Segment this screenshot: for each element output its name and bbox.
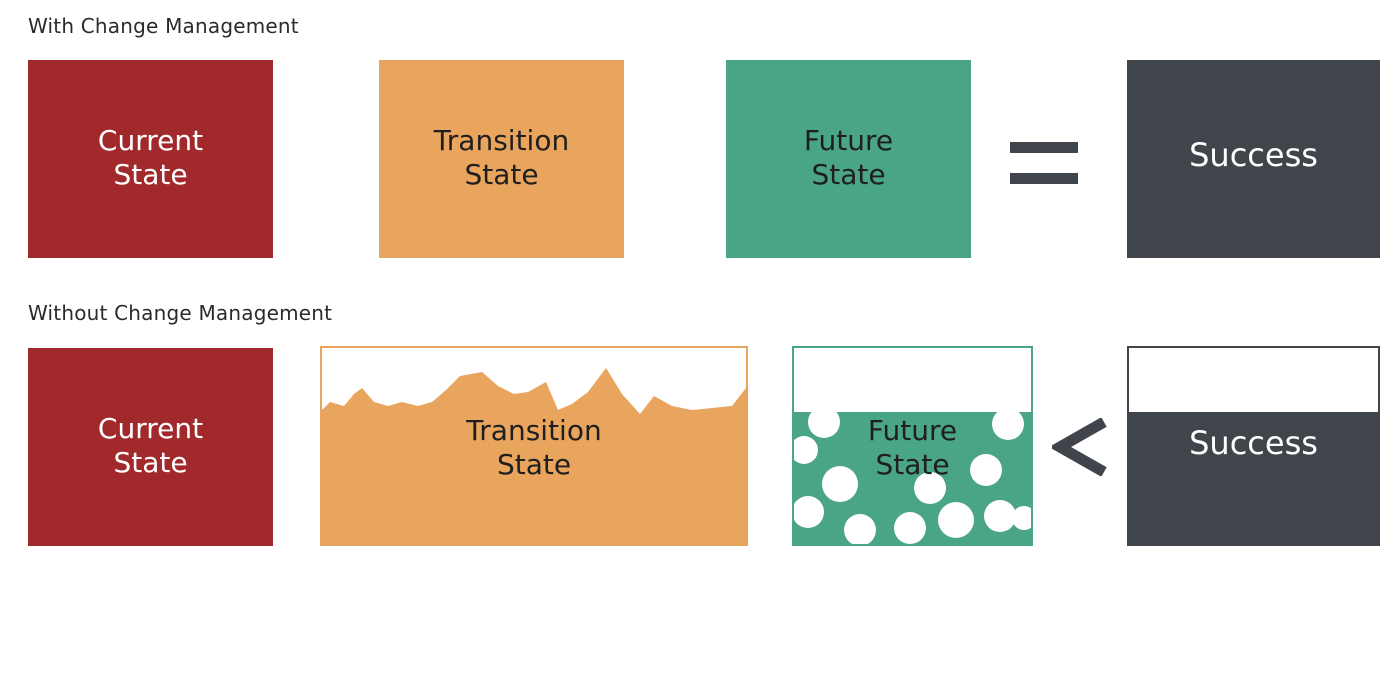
with-current-state-label: Current State <box>97 124 204 191</box>
without-success-label: Success <box>1189 424 1318 462</box>
equals-sign <box>1010 142 1078 184</box>
eroded-transition-fill <box>322 368 746 544</box>
with-current-state-box: Current State <box>28 60 273 258</box>
with-future-state-label: Future State <box>803 124 894 191</box>
without-current-state-label: Current State <box>97 412 204 479</box>
without-transition-state-label: Transition State <box>466 414 602 481</box>
without-success-box: Success <box>1127 346 1380 546</box>
with-future-state-box: Future State <box>726 60 971 258</box>
holed-future-fill <box>794 406 1031 544</box>
partial-success-fill <box>1129 412 1378 544</box>
without-transition-state-box: Transition State <box>320 346 748 546</box>
without-future-state-box: Future State <box>792 346 1033 546</box>
with-transition-state-label: Transition State <box>433 124 570 191</box>
with-success-label: Success <box>1189 136 1318 174</box>
with-transition-state-box: Transition State <box>379 60 624 258</box>
without-current-state-box: Current State <box>28 348 273 546</box>
with-success-box: Success <box>1127 60 1380 258</box>
without-future-state-label: Future State <box>867 414 958 481</box>
less-than-sign <box>1048 417 1110 477</box>
without-change-title: Without Change Management <box>28 301 333 325</box>
with-change-title: With Change Management <box>28 14 299 38</box>
